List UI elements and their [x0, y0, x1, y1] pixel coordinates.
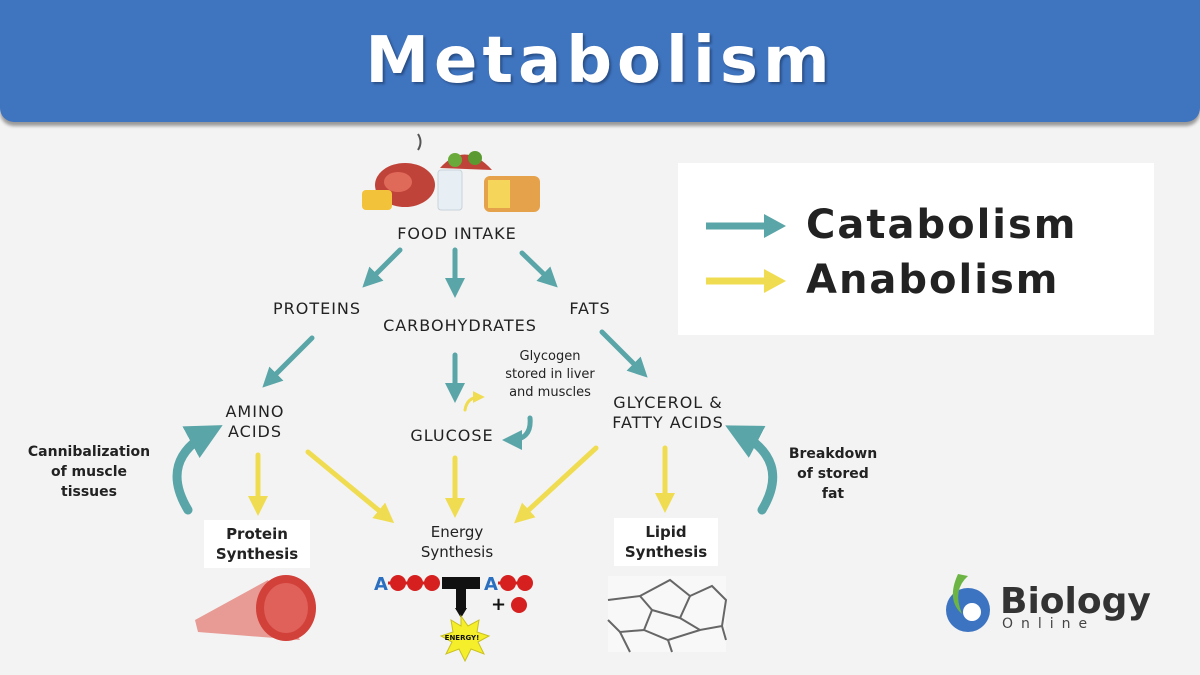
note-glycogen: Glycogen stored in liver and muscles: [490, 348, 610, 402]
node-glycerol-line2: FATTY ACIDS: [612, 413, 724, 432]
node-amino-line1: AMINO: [225, 402, 285, 421]
legend-arrow-anabolism: [706, 269, 786, 293]
atp-energy-icon: A A + ENERGY!: [374, 574, 533, 663]
output-energy-1: Energy: [430, 523, 484, 541]
arrow-food-fats: [519, 250, 558, 288]
output-protein-synthesis: Protein Synthesis: [204, 520, 310, 568]
logo-name: Biology: [1000, 581, 1151, 622]
legend: Catabolism Anabolism: [678, 163, 1154, 335]
energy-burst-label: ENERGY!: [445, 634, 480, 642]
atp-plus: +: [491, 594, 506, 615]
note-breakdown-1: Breakdown: [788, 446, 878, 462]
note-breakdown-3: fat: [821, 486, 845, 502]
node-food-intake: FOOD INTAKE: [397, 224, 517, 243]
arrow-glucose-glycogen: [463, 391, 485, 412]
node-amino-line2: ACIDS: [227, 422, 283, 441]
output-lipid-2: Synthesis: [624, 543, 708, 561]
legend-label-catabolism: Catabolism: [806, 202, 1078, 248]
fat-cells-icon: [607, 576, 728, 653]
output-protein-2: Synthesis: [215, 545, 299, 563]
output-protein-1: Protein: [226, 525, 288, 543]
muscle-fiber-icon: [195, 575, 316, 641]
arrow-food-proteins: [362, 247, 403, 288]
node-proteins: PROTEINS: [272, 299, 362, 318]
output-energy-synthesis: Energy Synthesis: [404, 518, 510, 566]
legend-item-catabolism: Catabolism: [678, 200, 1154, 250]
arrow-breakdown-fat: [725, 425, 778, 515]
note-cannibal-1: Cannibalization: [27, 444, 151, 460]
atp-a-left: A: [374, 574, 388, 595]
food-icon: [362, 133, 540, 212]
legend-label-anabolism: Anabolism: [806, 257, 1060, 303]
note-cannibalization: Cannibalization of muscle tissues: [20, 442, 158, 502]
note-glycogen-1: Glycogen: [519, 349, 581, 364]
note-glycogen-2: stored in liver: [505, 367, 595, 382]
header-bar: [0, 0, 1200, 122]
node-fats: FATS: [569, 299, 611, 318]
note-cannibal-2: of muscle: [50, 464, 128, 480]
node-glycerol-line1: GLYCEROL &: [613, 393, 723, 412]
atp-a-right: A: [484, 574, 498, 595]
legend-arrow-catabolism: [706, 214, 786, 238]
arrow-glycerol-energy: [514, 445, 599, 524]
arrow-cannibalization: [172, 425, 223, 515]
arrow-amino-energy: [305, 449, 395, 524]
note-breakdown: Breakdown of stored fat: [780, 444, 886, 504]
note-cannibal-3: tissues: [61, 484, 117, 500]
logo-sub: Online: [1002, 616, 1096, 632]
output-lipid-1: Lipid: [645, 523, 687, 541]
output-energy-2: Synthesis: [420, 543, 494, 561]
node-amino-acids: AMINO ACIDS: [205, 402, 305, 442]
output-lipid-synthesis: Lipid Synthesis: [614, 518, 718, 566]
node-glycerol-fatty-acids: GLYCEROL & FATTY ACIDS: [600, 393, 736, 433]
note-breakdown-2: of stored: [797, 466, 869, 482]
arrow-glycogen-glucose: [502, 415, 533, 450]
arrow-proteins-amino: [262, 335, 315, 388]
biology-online-logo-icon: [946, 574, 990, 632]
note-glycogen-3: and muscles: [509, 385, 591, 400]
arrow-fats-glycerol: [599, 329, 648, 378]
page-title: Metabolism: [365, 24, 835, 98]
legend-item-anabolism: Anabolism: [678, 255, 1154, 305]
node-glucose: GLUCOSE: [410, 426, 494, 445]
node-carbohydrates: CARBOHYDRATES: [383, 316, 537, 335]
